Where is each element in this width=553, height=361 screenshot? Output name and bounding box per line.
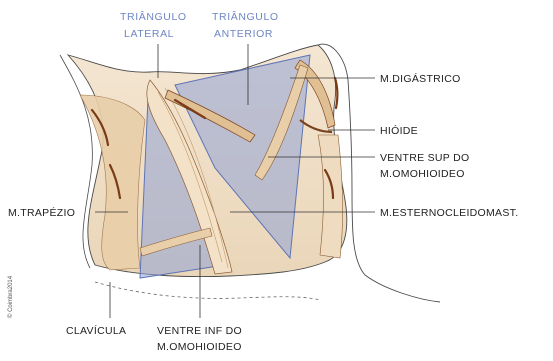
hyoid-label: HIÓIDE: [380, 124, 418, 137]
omohyoid-superior-label-1: VENTRE SUP DO: [380, 152, 469, 164]
copyright-credit: © Coimbra2014: [7, 275, 14, 318]
clavicle-outline: [95, 282, 320, 300]
lateral-triangle-label-2: LATERAL: [124, 28, 174, 40]
omohyoid-inferior-label-1: VENTRE INF DO: [157, 325, 242, 337]
trapezius-label: M.TRAPÉZIO: [8, 206, 75, 219]
sternocleidomastoid-label: M.ESTERNOCLEIDOMAST.: [380, 207, 518, 219]
omohyoid-inferior-label-2: M.OMOHIOIDEO: [157, 341, 242, 353]
lateral-triangle-label-1: TRIÂNGULO: [120, 10, 187, 23]
digastric-label: M.DIGÁSTRICO: [380, 72, 461, 85]
anterior-triangle-label-1: TRIÂNGULO: [212, 10, 279, 23]
anterior-triangle-label-2: ANTERIOR: [214, 28, 273, 40]
clavicle-label: CLAVÍCULA: [66, 324, 126, 337]
omohyoid-superior-label-2: M.OMOHIOIDEO: [380, 168, 465, 180]
